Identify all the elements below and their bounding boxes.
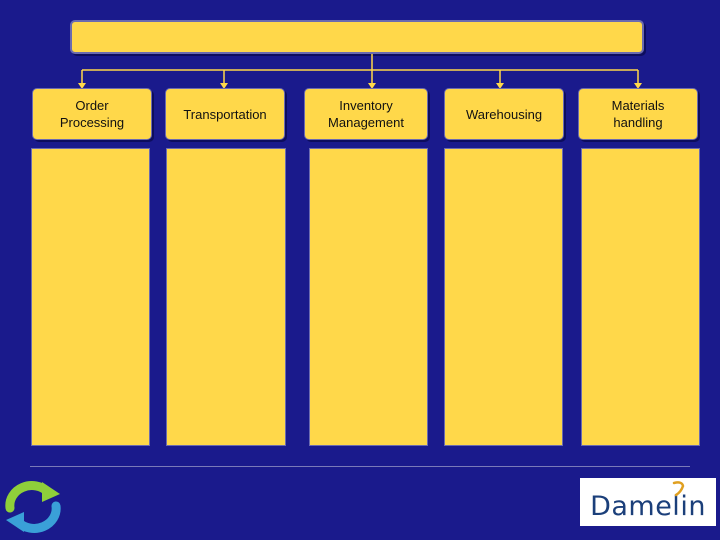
logo-text: Damelin [590, 491, 706, 522]
column-body-transportation [166, 148, 286, 446]
column-body-inventory-management [309, 148, 428, 446]
column-header-transportation: Transportation [165, 88, 285, 140]
column-body-warehousing [444, 148, 563, 446]
arrowhead [78, 83, 86, 89]
column-header-inventory-management: Inventory Management [304, 88, 428, 140]
top-box [70, 20, 644, 54]
logo-swoosh-icon [672, 481, 685, 497]
connector-lines [78, 54, 642, 89]
column-header-warehousing: Warehousing [444, 88, 564, 140]
arrowhead [496, 83, 504, 89]
column-header-materials-handling: Materials handling [578, 88, 698, 140]
arrowhead [368, 83, 376, 89]
column-title: Inventory Management [328, 98, 404, 130]
column-title: Order Processing [59, 98, 125, 130]
refresh-icon[interactable] [2, 478, 64, 536]
column-header-order-processing: Order Processing [32, 88, 152, 140]
column-title: Warehousing [465, 106, 543, 122]
arrowhead [220, 83, 228, 89]
damelin-logo: Damelin [580, 478, 716, 526]
column-title: Materials handling [611, 98, 665, 130]
column-body-order-processing [31, 148, 150, 446]
footer-divider [30, 466, 690, 467]
column-body-materials-handling [581, 148, 700, 446]
column-title: Transportation [183, 106, 267, 122]
arrowhead [634, 83, 642, 89]
